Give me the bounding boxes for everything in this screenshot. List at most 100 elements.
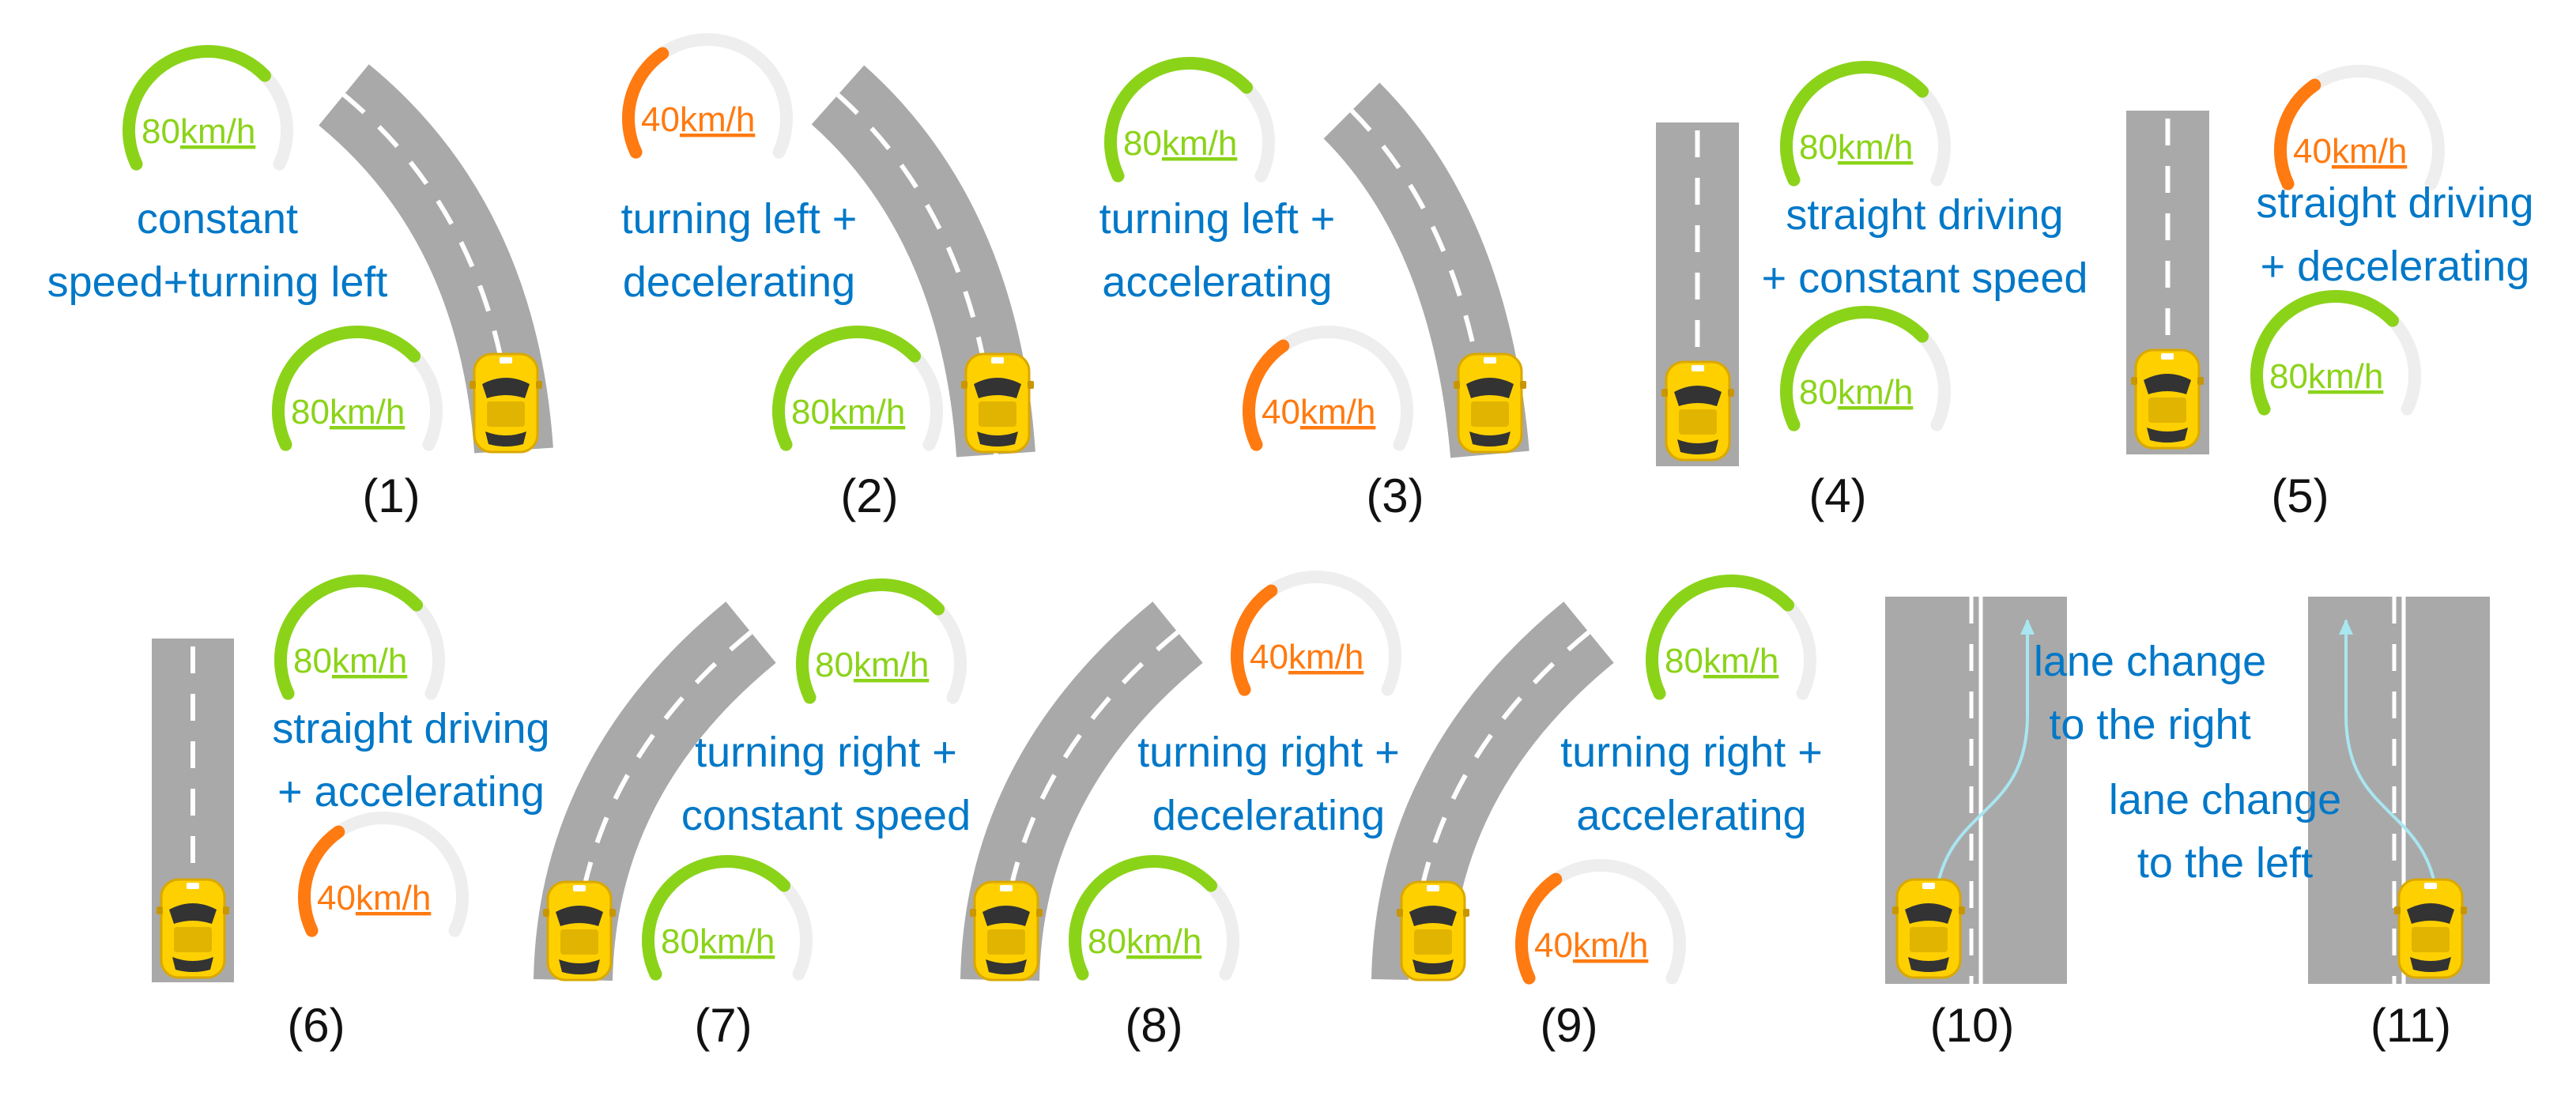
speed-gauge: 40km/h	[1243, 326, 1413, 451]
gauge-level	[622, 47, 669, 159]
caption-line: speed+turning left	[47, 258, 388, 306]
speed-readout: 80km/h	[1799, 128, 1913, 167]
car-icon	[1661, 360, 1734, 462]
speed-unit: km/h	[1703, 642, 1778, 680]
scenario-label: (2)	[840, 469, 898, 522]
caption-line: to the left	[2137, 839, 2313, 887]
car-icon	[1892, 878, 1965, 979]
speed-gauge: 40km/h	[298, 812, 469, 937]
gauge-level	[642, 855, 791, 981]
speed-unit: km/h	[1288, 638, 1363, 676]
speed-value: 40	[1262, 393, 1300, 431]
speed-value: 80	[1088, 922, 1126, 961]
car-icon	[961, 352, 1034, 454]
speed-readout: 80km/h	[1665, 642, 1778, 680]
speed-value: 40	[1250, 638, 1288, 676]
scenario-caption: straight driving+ accelerating	[272, 705, 549, 816]
speed-gauge: 40km/h	[2274, 65, 2445, 190]
speed-readout: 80km/h	[1799, 373, 1913, 412]
speed-readout: 80km/h	[791, 393, 905, 431]
arrow-head-icon	[2339, 619, 2353, 635]
speed-readout: 40km/h	[1262, 393, 1375, 431]
speed-value: 40	[2293, 132, 2332, 171]
speed-unit: km/h	[830, 393, 905, 431]
scenario-label: (1)	[362, 469, 420, 522]
caption-line: + constant speed	[1762, 254, 2088, 302]
scenario-label: (4)	[1808, 469, 1866, 522]
speed-value: 80	[291, 393, 330, 431]
scenario-caption: lane change to the right	[2034, 638, 2266, 748]
gauge-level	[1069, 855, 1218, 981]
speed-gauge: 80km/h	[796, 578, 967, 704]
speed-readout: 80km/h	[293, 642, 407, 680]
speed-unit: km/h	[1838, 128, 1913, 167]
gauge-level	[772, 326, 922, 451]
speed-readout: 80km/h	[1088, 922, 1201, 961]
speed-value: 80	[791, 393, 830, 431]
scenario-caption: turning right +constant speed	[681, 729, 971, 839]
speed-unit: km/h	[680, 100, 755, 139]
speed-unit: km/h	[356, 879, 431, 917]
scenario-label: (8)	[1125, 999, 1182, 1052]
gauge-level	[1104, 57, 1254, 183]
speed-unit: km/h	[180, 112, 255, 151]
speed-gauge: 80km/h	[1646, 575, 1816, 700]
scenario-label: (6)	[287, 999, 345, 1052]
scenario-label: (11)	[2370, 999, 2451, 1052]
caption-line: lane change	[2034, 638, 2266, 685]
arrow-head-icon	[2020, 619, 2035, 635]
speed-unit: km/h	[330, 393, 405, 431]
caption-line: to the right	[2049, 701, 2250, 748]
speed-readout: 40km/h	[2293, 132, 2407, 171]
caption-line: turning right +	[1137, 729, 1400, 776]
scenario-caption: turning left +decelerating	[621, 195, 858, 306]
caption-line: decelerating	[1152, 792, 1385, 839]
speed-gauge: 80km/h	[274, 575, 445, 700]
gauge-level	[1515, 872, 1563, 985]
speed-gauge: 40km/h	[1515, 859, 1686, 985]
speed-unit: km/h	[1126, 922, 1201, 961]
speed-unit: km/h	[332, 642, 407, 680]
car-icon	[2131, 349, 2204, 450]
car-icon	[2394, 878, 2467, 979]
caption-line: straight driving	[1786, 191, 2063, 239]
speed-unit: km/h	[1300, 393, 1375, 431]
speed-value: 80	[2269, 357, 2308, 396]
speed-gauge: 80km/h	[2250, 290, 2421, 416]
speed-value: 80	[141, 112, 180, 151]
speed-readout: 40km/h	[1534, 926, 1648, 965]
speed-value: 40	[1534, 926, 1573, 965]
speed-gauge: 80km/h	[1780, 306, 1951, 431]
speed-unit: km/h	[700, 922, 775, 961]
speed-readout: 40km/h	[641, 100, 755, 139]
caption-line: accelerating	[1576, 792, 1806, 839]
speed-unit: km/h	[1573, 926, 1648, 965]
car-icon	[1397, 880, 1469, 982]
scenario-label: (10)	[1930, 999, 2015, 1052]
speed-gauge: 80km/h	[642, 855, 813, 981]
scenario-label: (9)	[1540, 999, 1597, 1052]
gauge-level	[1243, 339, 1290, 451]
scenario-caption: straight driving + decelerating	[2256, 179, 2533, 290]
gauge-level	[123, 45, 272, 171]
speed-unit: km/h	[2332, 132, 2407, 171]
speed-gauge: 40km/h	[1231, 571, 1401, 696]
caption-line: + decelerating	[2261, 243, 2530, 290]
caption-line: turning right +	[1560, 729, 1823, 776]
lane-change-arrow	[2339, 619, 2440, 921]
gauge-level	[272, 326, 421, 451]
speed-readout: 80km/h	[661, 922, 775, 961]
gauge-level	[274, 575, 424, 700]
speed-readout: 40km/h	[1250, 638, 1363, 676]
caption-line: straight driving	[2256, 179, 2533, 227]
speed-gauge: 80km/h	[772, 326, 943, 451]
